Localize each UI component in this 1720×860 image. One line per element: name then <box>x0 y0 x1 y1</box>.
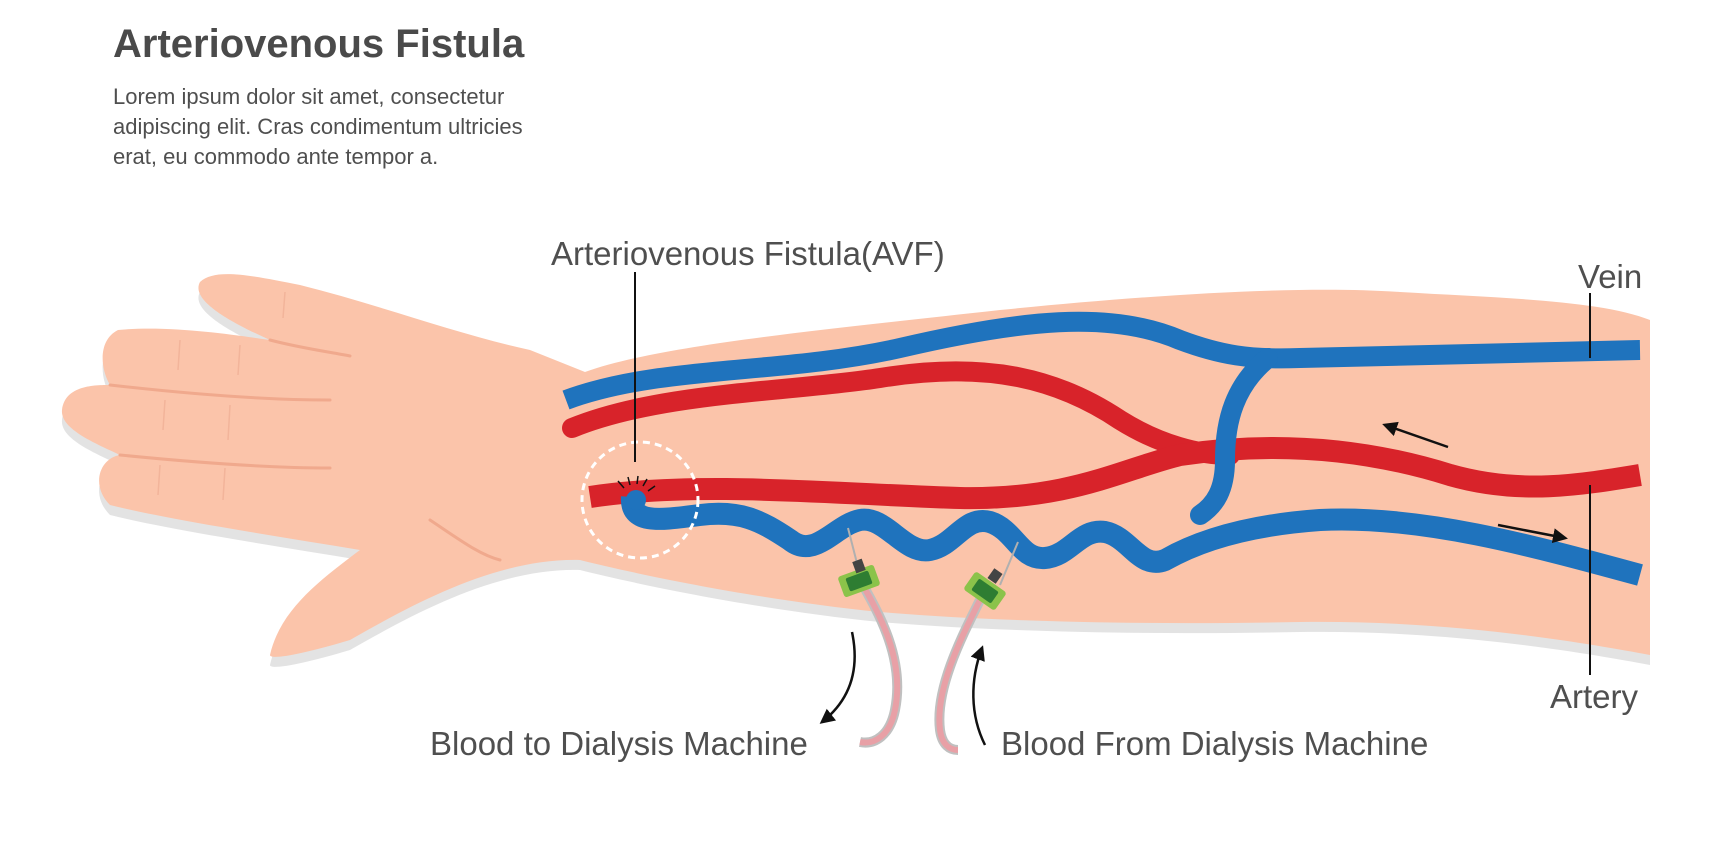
anastomosis-point <box>617 475 656 510</box>
vein-upper <box>562 311 1641 410</box>
needle-icon <box>934 541 1019 755</box>
needle-icon <box>838 527 903 748</box>
description-line: adipiscing elit. Cras condimentum ultric… <box>113 114 523 139</box>
avf-highlight-circle <box>580 440 700 560</box>
vein-label: Vein <box>1578 258 1642 295</box>
vein-fistula <box>621 496 1643 586</box>
description-line: Lorem ipsum dolor sit amet, consectetur <box>113 84 505 109</box>
arrow-icon <box>970 645 987 746</box>
artery-label: Artery <box>1550 678 1639 715</box>
finger-creases <box>108 338 502 562</box>
arrow-icon <box>819 631 856 724</box>
blood-to-machine-label: Blood to Dialysis Machine <box>430 725 808 762</box>
arrow-icon <box>1382 421 1449 449</box>
artery-upper <box>562 361 1240 465</box>
page-title: Arteriovenous Fistula <box>113 22 525 66</box>
knuckle-lines <box>157 291 286 501</box>
description-line: erat, eu commodo ante tempor a. <box>113 144 439 169</box>
description: Lorem ipsum dolor sit amet, consectetur … <box>113 82 633 172</box>
blood-from-machine-label: Blood From Dialysis Machine <box>1001 725 1428 762</box>
vein-connector <box>1190 348 1278 525</box>
artery-main <box>588 436 1642 510</box>
avf-label: Arteriovenous Fistula(AVF) <box>551 235 945 272</box>
arrow-icon <box>1497 523 1568 544</box>
